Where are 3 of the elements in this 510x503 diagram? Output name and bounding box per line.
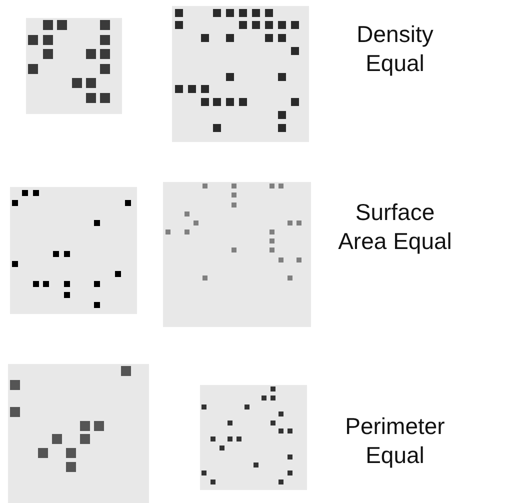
row-label: Surface Area Equal — [337, 198, 453, 256]
row-label: Perimeter Equal — [344, 412, 446, 470]
row-label: Density Equal — [356, 20, 434, 78]
